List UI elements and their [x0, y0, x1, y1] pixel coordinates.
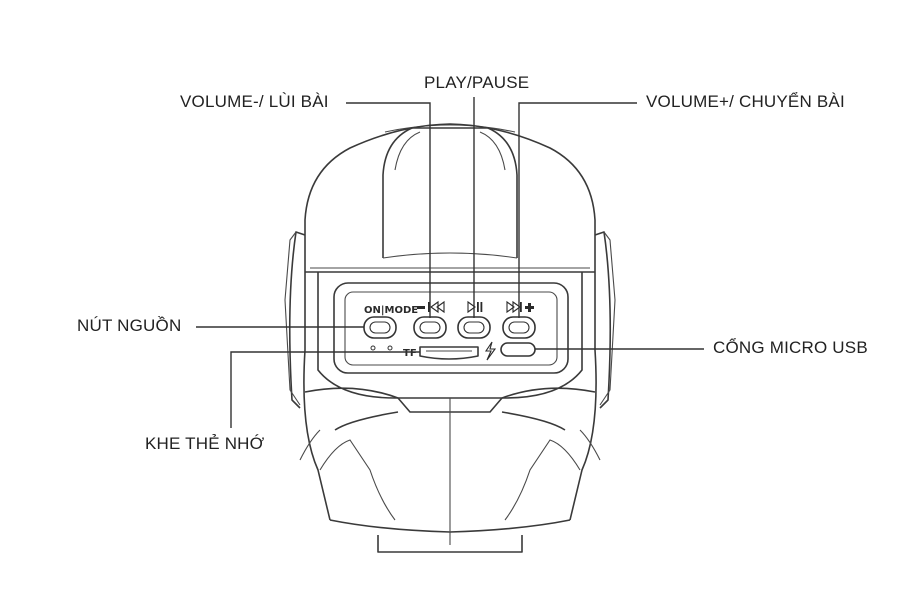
power-button[interactable] — [363, 316, 397, 339]
indicator-dot — [387, 345, 393, 351]
play-pause-button[interactable] — [457, 316, 491, 339]
tf-label: TF — [403, 348, 417, 359]
play-pause-label: PLAY/PAUSE — [424, 73, 530, 92]
volume-minus-button[interactable] — [413, 316, 447, 339]
skip-next-icon — [506, 300, 522, 314]
tf-card-slot[interactable] — [419, 346, 479, 360]
volume-minus-label: VOLUME-/ LÙI BÀI — [180, 92, 329, 111]
volume-plus-label: VOLUME+/ CHUYỂN BÀI — [646, 92, 845, 111]
minus-mark — [417, 306, 425, 309]
speaker-body — [284, 123, 616, 553]
plus-mark — [525, 303, 534, 312]
micro-usb-port[interactable] — [500, 342, 536, 357]
lightning-icon — [484, 341, 497, 361]
micro-usb-label: CỔNG MICRO USB — [713, 338, 868, 357]
mode-label: ON|MODE — [364, 305, 418, 316]
indicator-dot — [370, 345, 376, 351]
card-slot-label: KHE THẺ NHỚ — [145, 434, 265, 453]
skip-previous-icon — [428, 300, 445, 314]
volume-plus-button[interactable] — [502, 316, 536, 339]
control-panel: ON|MODE TF — [333, 282, 569, 374]
leader-lines — [196, 97, 704, 428]
play-pause-icon — [467, 300, 483, 314]
power-label: NÚT NGUỒN — [77, 316, 182, 335]
